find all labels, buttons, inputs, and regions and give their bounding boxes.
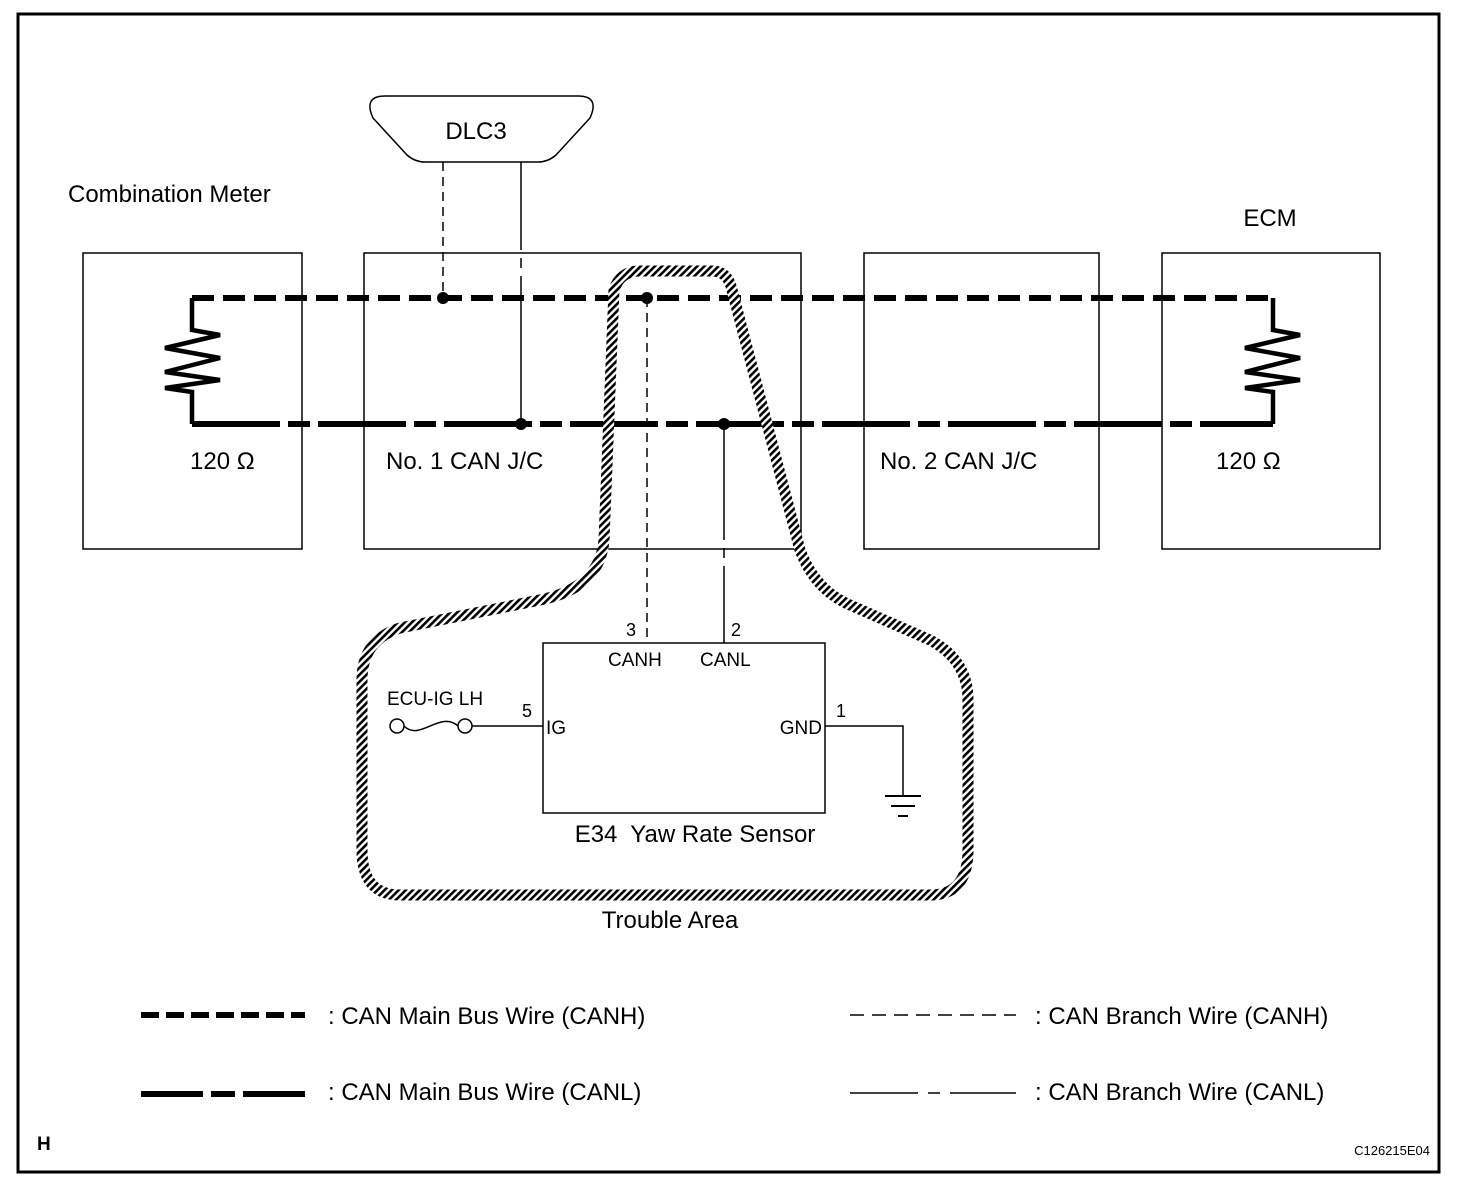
- ecm-box: [1161, 252, 1381, 550]
- can-jc-2-box: [863, 252, 1100, 550]
- outer-frame: [16, 12, 1441, 1174]
- legend-label-main-canl: : CAN Main Bus Wire (CANL): [328, 1079, 641, 1106]
- trouble-area-outline: [356, 265, 974, 901]
- resistor-ecm: [1244, 298, 1301, 424]
- legend: : CAN Main Bus Wire (CANH) : CAN Main Bu…: [141, 1003, 1328, 1106]
- resistor-combination-meter: [164, 298, 221, 424]
- combination-meter-resistor-value: 120 Ω: [190, 448, 255, 475]
- dlc3-label: DLC3: [445, 118, 506, 145]
- legend-label-branch-canh: : CAN Branch Wire (CANH): [1035, 1003, 1328, 1030]
- corner-mark: H: [37, 1134, 51, 1155]
- ground-icon: [885, 795, 921, 817]
- splice-sensor-canh: [641, 292, 653, 304]
- figure-code: C126215E04: [1354, 1143, 1430, 1158]
- ecm-label: ECM: [1243, 205, 1296, 232]
- pin-canl-number: 2: [731, 620, 741, 640]
- can-jc-1-box: [363, 252, 802, 550]
- dlc3-connector: [369, 95, 594, 163]
- pin-ig-number: 5: [522, 701, 532, 721]
- can-jc-1-label: No. 1 CAN J/C: [386, 448, 543, 475]
- legend-label-branch-canl: : CAN Branch Wire (CANL): [1035, 1079, 1324, 1106]
- fuse-icon: [389, 718, 473, 734]
- pin-gnd-label: GND: [780, 718, 822, 739]
- pin-canl-label: CANL: [700, 650, 751, 671]
- combination-meter-box: [82, 252, 303, 550]
- fuse-label: ECU-IG LH: [387, 689, 483, 710]
- can-jc-2-label: No. 2 CAN J/C: [880, 448, 1037, 475]
- pin-canh-label: CANH: [608, 650, 662, 671]
- sensor-label: E34 Yaw Rate Sensor: [575, 821, 816, 848]
- ecm-resistor-value: 120 Ω: [1216, 448, 1281, 475]
- gnd-wire: [825, 725, 904, 795]
- splice-dlc3-canh: [437, 292, 449, 304]
- pin-canh-number: 3: [626, 620, 636, 640]
- legend-label-main-canh: : CAN Main Bus Wire (CANH): [328, 1003, 645, 1030]
- yaw-rate-sensor-box: [542, 642, 826, 814]
- pin-gnd-number: 1: [836, 701, 846, 721]
- splice-sensor-canl: [718, 418, 730, 430]
- trouble-area-label: Trouble Area: [602, 907, 739, 934]
- combination-meter-label: Combination Meter: [68, 181, 271, 208]
- splice-dlc3-canl: [515, 418, 527, 430]
- pin-ig-label: IG: [546, 718, 566, 739]
